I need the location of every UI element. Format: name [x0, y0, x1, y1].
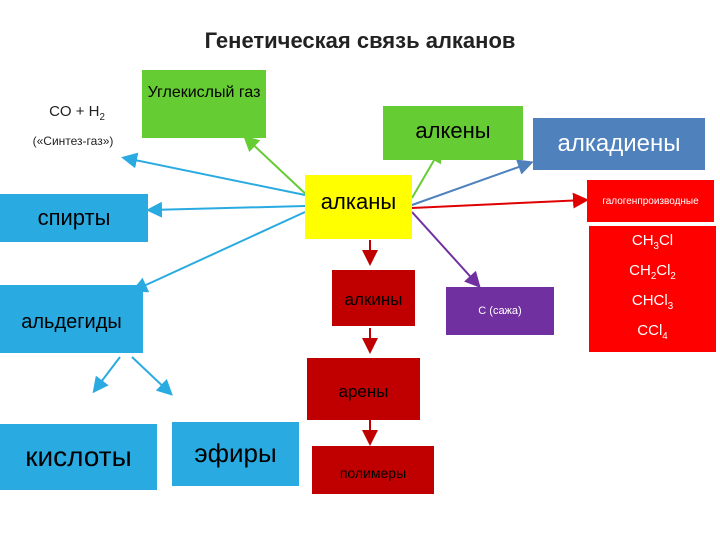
arrow-to-alcohols — [146, 201, 306, 218]
page-title: Генетическая связь алканов — [204, 28, 516, 53]
arrow-to-syngas — [121, 152, 306, 196]
node-acids: кислоты — [0, 424, 157, 490]
halogen-formula: CCl4 — [637, 322, 668, 342]
halogen-formula: CH2Cl2 — [629, 262, 676, 282]
arrow-to-esters — [131, 356, 173, 396]
halogen-formula: CHCl3 — [631, 292, 674, 312]
node-aldehydes: альдегиды — [0, 285, 143, 353]
node-alkanes: алканы — [305, 175, 412, 239]
halogen-formula: CH3Cl — [631, 232, 674, 252]
node-co2: Углекислый газ — [142, 70, 266, 138]
arrow-to-aldehydes — [131, 211, 306, 293]
arrow-to-halogen — [411, 192, 589, 209]
arrow-to-co2 — [243, 135, 311, 199]
node-arenes: арены — [307, 358, 420, 420]
arrow-to-acids — [92, 356, 121, 394]
node-alcohols: спирты — [0, 194, 148, 242]
node-alkynes: алкины — [332, 270, 415, 326]
syngas-note: («Синтез-газ») — [32, 134, 114, 148]
node-alkenes: алкены — [383, 106, 523, 160]
node-polymers: полимеры — [312, 446, 434, 494]
arrow-to-soot — [411, 211, 481, 288]
arrow-to-alkadienes — [411, 159, 534, 206]
node-soot: С (сажа) — [446, 287, 554, 335]
node-esters: эфиры — [172, 422, 299, 486]
node-halogen: галогенпроизводные — [587, 180, 714, 222]
syngas-formula: CO + H2 — [49, 103, 105, 123]
node-alkadienes: алкадиены — [533, 118, 705, 170]
